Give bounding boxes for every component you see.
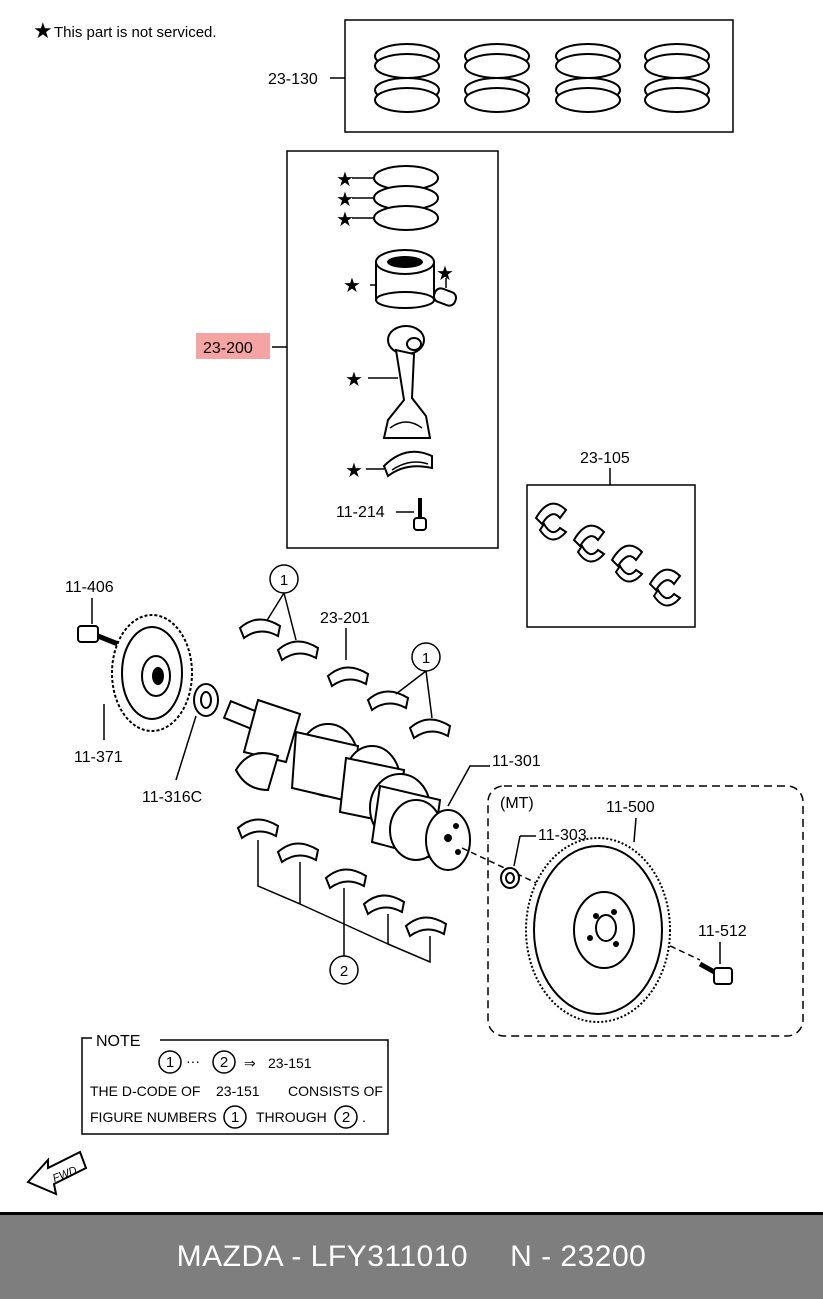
label-crankshaft[interactable]: 11-301 — [492, 753, 541, 770]
front-oil-seal — [193, 683, 219, 717]
star-icon: ★ — [336, 189, 354, 211]
main-bearing-shells — [534, 502, 682, 607]
svg-text:1: 1 — [422, 650, 430, 667]
parts-diagram: ★ This part is not serviced. 23-130 23-2… — [26, 18, 804, 1196]
upper-bearing-shells — [238, 618, 452, 740]
mt-region — [487, 785, 804, 1037]
label-flywheel-bolt[interactable]: 11-512 — [698, 923, 747, 940]
svg-text:1: 1 — [166, 1054, 174, 1071]
star-icon: ★ — [336, 169, 354, 191]
svg-text:···: ··· — [186, 1053, 200, 1069]
footer-brand-part: MAZDA - LFY311010 — [176, 1240, 469, 1273]
star-icon: ★ — [345, 460, 363, 482]
crankshaft — [222, 698, 471, 871]
fwd-arrow-icon: FWD — [26, 1150, 88, 1196]
svg-text:1: 1 — [231, 1109, 239, 1126]
label-bearing-upper[interactable]: 23-201 — [320, 610, 370, 627]
lower-bearing-shells — [236, 818, 448, 938]
piston-rings — [352, 165, 439, 231]
star-icon: ★ — [336, 209, 354, 231]
note-title: NOTE — [96, 1033, 140, 1050]
label-pulley[interactable]: 11-371 — [74, 749, 123, 766]
rod-bolt — [396, 498, 427, 531]
svg-text:1: 1 — [280, 572, 288, 589]
svg-text:2: 2 — [340, 963, 348, 980]
label-con-rod-bolt[interactable]: 11-214 — [336, 504, 385, 521]
label-mt: (MT) — [500, 795, 534, 812]
footer-bar: MAZDA - LFY311010 N - 23200 — [0, 1212, 823, 1299]
flywheel — [525, 837, 671, 1023]
svg-text:2: 2 — [342, 1109, 350, 1126]
rings-set-box — [344, 19, 734, 133]
label-piston-assy[interactable]: 23-200 — [203, 340, 253, 357]
callout-1-right: 1 — [395, 642, 441, 719]
svg-text:23-151: 23-151 — [216, 1083, 260, 1099]
star-icon: ★ — [436, 263, 454, 285]
pilot-bearing — [500, 867, 520, 889]
footer-ref-code: N - 23200 — [510, 1240, 647, 1273]
main-bearings-box — [526, 484, 696, 628]
legend-star-icon: ★ — [33, 18, 53, 43]
label-oil-seal[interactable]: 11-316C — [142, 789, 202, 806]
star-icon: ★ — [345, 369, 363, 391]
callout-2-bracket: 2 — [257, 840, 431, 985]
svg-text:⇒: ⇒ — [244, 1055, 256, 1071]
star-icon: ★ — [343, 275, 361, 297]
svg-text:23-151: 23-151 — [268, 1055, 312, 1071]
label-pulley-bolt[interactable]: 11-406 — [65, 579, 114, 596]
callout-1-top: 1 — [265, 564, 299, 641]
label-rings-set[interactable]: 23-130 — [268, 71, 318, 88]
label-flywheel[interactable]: 11-500 — [606, 799, 655, 816]
svg-text:.: . — [362, 1109, 366, 1125]
rod-cap — [366, 450, 433, 478]
svg-text:FIGURE NUMBERS: FIGURE NUMBERS — [90, 1109, 217, 1125]
piston-ring-sets — [374, 43, 710, 113]
label-main-bearings[interactable]: 23-105 — [580, 450, 630, 467]
piston-assy-box — [286, 150, 499, 549]
piston-pin — [432, 278, 458, 307]
label-pilot-bearing[interactable]: 11-303 — [538, 827, 587, 844]
pulley-bolt — [77, 625, 119, 647]
piston — [370, 249, 435, 309]
svg-text:CONSISTS OF: CONSISTS OF — [288, 1083, 383, 1099]
crank-pulley — [111, 614, 193, 732]
connecting-rod — [368, 325, 432, 439]
svg-text:THROUGH: THROUGH — [256, 1109, 327, 1125]
legend-text: This part is not serviced. — [54, 24, 217, 41]
highlight-piston-assy — [196, 333, 270, 359]
svg-text:THE D-CODE OF: THE D-CODE OF — [90, 1083, 200, 1099]
note-box: NOTE 1 ··· 2 ⇒ 23-151 THE D-CODE OF 23-1… — [81, 1033, 389, 1135]
svg-text:2: 2 — [220, 1054, 228, 1071]
flywheel-bolt — [698, 961, 733, 985]
